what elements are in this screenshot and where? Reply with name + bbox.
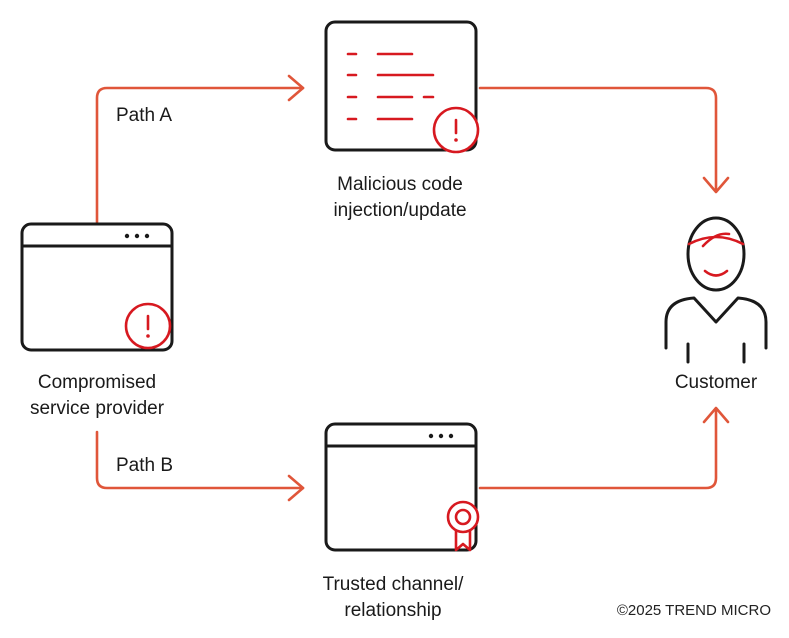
path-a-arrow	[95, 86, 305, 224]
compromised-provider-window-icon	[20, 222, 174, 352]
malicious-code-label-line2: injection/update	[333, 200, 467, 221]
malicious-to-customer-arrow	[478, 86, 718, 192]
trusted-channel-window-icon	[324, 422, 478, 552]
trusted-to-customer-arrow	[478, 408, 718, 490]
compromised-provider-label: Compromised service provider	[0, 370, 197, 422]
customer-top-arrowhead	[702, 176, 730, 194]
customer-person-icon	[664, 216, 768, 364]
malicious-code-label-line1: Malicious code	[337, 174, 463, 195]
malicious-code-document-icon	[324, 20, 480, 154]
compromised-provider-label-line2: service provider	[29, 398, 165, 419]
path-b-arrow	[95, 430, 305, 490]
customer-label: Customer	[674, 372, 758, 393]
path-b-arrowhead	[287, 474, 305, 502]
trusted-channel-label-line2: relationship	[344, 600, 442, 621]
compromised-provider-label-line1: Compromised	[37, 372, 157, 393]
trusted-channel-label-line1: Trusted channel/	[322, 574, 464, 595]
award-ribbon-icon	[446, 500, 480, 552]
path-a-label: Path A	[116, 105, 172, 126]
malicious-code-label: Malicious code injection/update	[300, 172, 500, 224]
path-a-arrowhead	[287, 74, 305, 102]
customer-bottom-arrowhead	[702, 406, 730, 424]
trusted-channel-label: Trusted channel/ relationship	[293, 572, 493, 624]
path-b-label: Path B	[116, 455, 174, 476]
copyright-text: ©2025 TREND MICRO	[616, 602, 771, 619]
